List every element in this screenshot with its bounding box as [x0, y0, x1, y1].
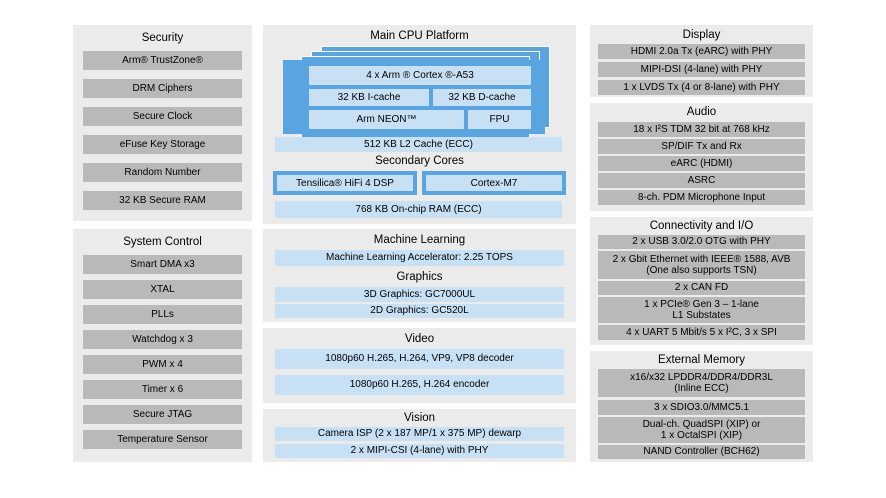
- cpu-fpu: FPU: [468, 110, 531, 129]
- audio-item-asrc: ASRC: [598, 173, 805, 188]
- conn-item-uart: 4 x UART 5 Mbit/s 5 x I²C, 3 x SPI: [598, 325, 805, 340]
- sysctl-item-temp-sensor: Temperature Sensor: [83, 430, 242, 449]
- security-item-trustzone: Arm® TrustZone®: [83, 51, 242, 70]
- cpu-core-label: 4 x Arm ® Cortex ®-A53: [309, 66, 531, 85]
- video-decoder: 1080p60 H.265, H.264, VP9, VP8 decoder: [275, 349, 564, 369]
- secondary-cores-title: Secondary Cores: [375, 155, 464, 167]
- security-item-random-number: Random Number: [83, 163, 242, 182]
- graphics-3d: 3D Graphics: GC7000UL: [275, 287, 564, 302]
- mem-item-nand: NAND Controller (BCH62): [598, 445, 805, 459]
- cpu-neon: Arm NEON™: [309, 110, 464, 129]
- system-control-panel: System Control Smart DMA x3 XTAL PLLs Wa…: [73, 229, 252, 462]
- sysctl-item-secure-jtag: Secure JTAG: [83, 405, 242, 424]
- mem-item-sdio: 3 x SDIO3.0/MMC5.1: [598, 400, 805, 415]
- audio-item-pdm: 8-ch. PDM Microphone Input: [598, 190, 805, 205]
- security-item-secure-clock: Secure Clock: [83, 107, 242, 126]
- video-panel: Video 1080p60 H.265, H.264, VP9, VP8 dec…: [263, 328, 576, 403]
- display-item-hdmi: HDMI 2.0a Tx (eARC) with PHY: [598, 44, 805, 59]
- cpu-icache: 32 KB I-cache: [309, 89, 429, 106]
- security-item-drm-ciphers: DRM Ciphers: [83, 79, 242, 98]
- on-chip-ram: 768 KB On-chip RAM (ECC): [275, 201, 562, 218]
- machine-learning-panel: Machine Learning Machine Learning Accele…: [263, 229, 576, 322]
- audio-item-spdif: SP/DIF Tx and Rx: [598, 139, 805, 154]
- machine-learning-title: Machine Learning: [373, 234, 466, 246]
- conn-item-ethernet: 2 x Gbit Ethernet with IEEE® 1588, AVB (…: [598, 251, 805, 279]
- sysctl-item-plls: PLLs: [83, 305, 242, 324]
- conn-item-usb: 2 x USB 3.0/2.0 OTG with PHY: [598, 235, 805, 249]
- external-memory-title: External Memory: [658, 354, 745, 366]
- sysctl-item-smart-dma: Smart DMA x3: [83, 255, 242, 274]
- vision-panel: Vision Camera ISP (2 x 187 MP/1 x 375 MP…: [263, 409, 576, 462]
- audio-panel: Audio 18 x I²S TDM 32 bit at 768 kHz SP/…: [590, 103, 813, 211]
- cpu-platform-panel: Main CPU Platform 4 x Arm ® Cortex ®-A53…: [263, 25, 576, 224]
- conn-item-can-fd: 2 x CAN FD: [598, 281, 805, 295]
- display-item-lvds: 1 x LVDS Tx (4 or 8-lane) with PHY: [598, 80, 805, 95]
- cpu-l2-cache: 512 KB L2 Cache (ECC): [275, 137, 562, 152]
- vision-title: Vision: [403, 412, 436, 424]
- sysctl-item-pwm: PWM x 4: [83, 355, 242, 374]
- security-title: Security: [141, 32, 184, 44]
- conn-item-pcie: 1 x PCIe® Gen 3 – 1-lane L1 Substates: [598, 297, 805, 323]
- audio-item-i2s: 18 x I²S TDM 32 bit at 768 kHz: [598, 122, 805, 137]
- cpu-core-block: 4 x Arm ® Cortex ®-A53 32 KB I-cache 32 …: [283, 60, 545, 134]
- m7-core-block: Cortex-M7: [422, 171, 566, 195]
- mem-item-spi: Dual-ch. QuadSPI (XIP) or 1 x OctalSPI (…: [598, 417, 805, 443]
- cpu-dcache: 32 KB D-cache: [433, 89, 531, 106]
- video-encoder: 1080p60 H.265, H.264 encoder: [275, 375, 564, 395]
- sysctl-item-timer: Timer x 6: [83, 380, 242, 399]
- dsp-core-block: Tensilica® HiFi 4 DSP: [273, 171, 417, 195]
- display-panel: Display HDMI 2.0a Tx (eARC) with PHY MIP…: [590, 25, 813, 97]
- external-memory-panel: External Memory x16/x32 LPDDR4/DDR4/DDR3…: [590, 351, 813, 462]
- sysctl-item-watchdog: Watchdog x 3: [83, 330, 242, 349]
- sysctl-item-xtal: XTAL: [83, 280, 242, 299]
- audio-item-earc: eARC (HDMI): [598, 156, 805, 171]
- graphics-title: Graphics: [396, 271, 443, 283]
- connectivity-title: Connectivity and I/O: [649, 220, 754, 232]
- security-item-efuse: eFuse Key Storage: [83, 135, 242, 154]
- security-panel: Security Arm® TrustZone® DRM Ciphers Sec…: [73, 25, 252, 221]
- graphics-2d: 2D Graphics: GC520L: [275, 304, 564, 318]
- cpu-platform-title: Main CPU Platform: [370, 30, 469, 42]
- m7-core-label: Cortex-M7: [426, 175, 562, 191]
- dsp-core-label: Tensilica® HiFi 4 DSP: [277, 175, 413, 191]
- system-control-title: System Control: [123, 236, 202, 248]
- connectivity-panel: Connectivity and I/O 2 x USB 3.0/2.0 OTG…: [590, 217, 813, 345]
- ml-accelerator: Machine Learning Accelerator: 2.25 TOPS: [275, 250, 564, 266]
- display-item-mipi-dsi: MIPI-DSI (4-lane) with PHY: [598, 62, 805, 77]
- mem-item-lpddr4: x16/x32 LPDDR4/DDR4/DDR3L (Inline ECC): [598, 369, 805, 397]
- vision-mipi-csi: 2 x MIPI-CSI (4-lane) with PHY: [275, 444, 564, 458]
- audio-title: Audio: [686, 106, 717, 118]
- display-title: Display: [682, 29, 721, 41]
- vision-camera-isp: Camera ISP (2 x 187 MP/1 x 375 MP) dewar…: [275, 427, 564, 441]
- video-title: Video: [404, 333, 435, 345]
- security-item-secure-ram: 32 KB Secure RAM: [83, 191, 242, 210]
